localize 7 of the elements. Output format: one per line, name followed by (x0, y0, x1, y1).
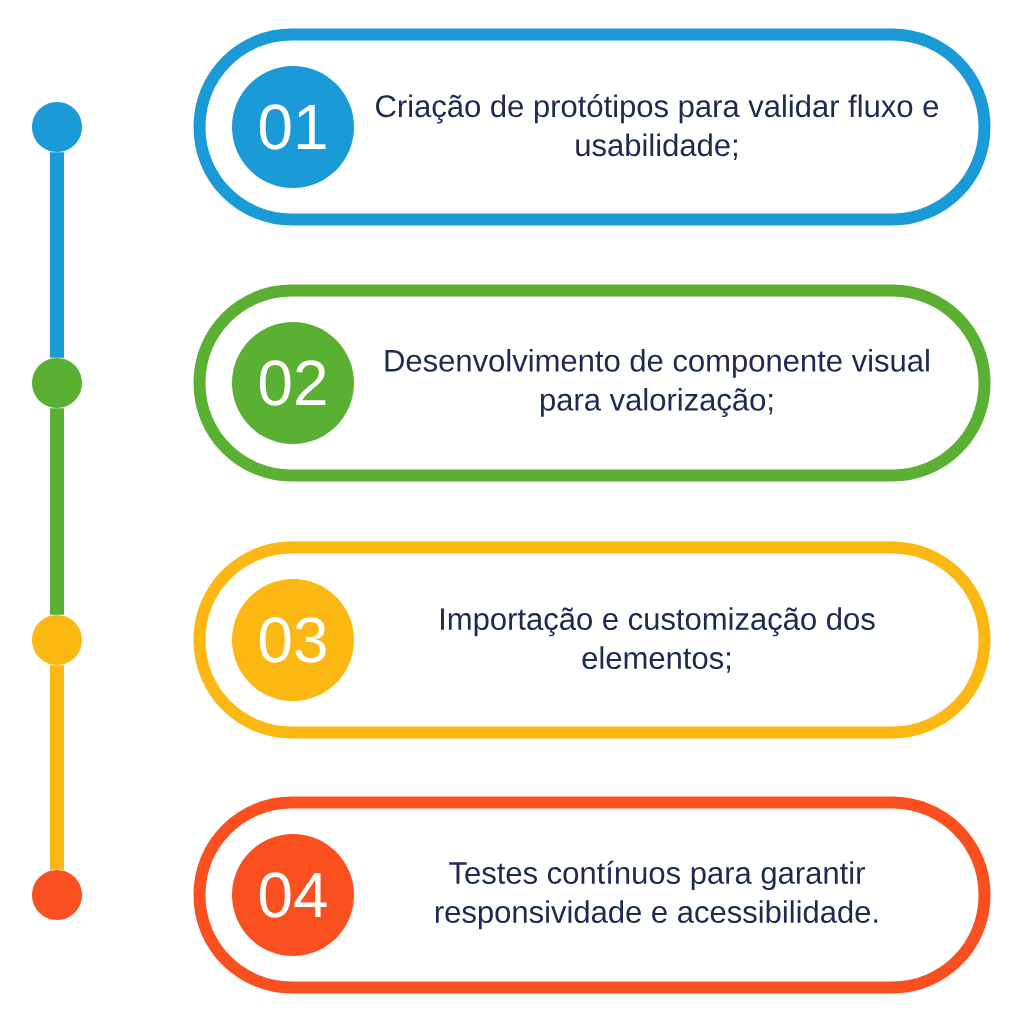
timeline-line (50, 408, 64, 615)
timeline-dot (32, 870, 82, 920)
timeline-line (50, 665, 64, 870)
timeline-dot (32, 358, 82, 408)
timeline-dot (32, 615, 82, 665)
timeline-dot (32, 102, 82, 152)
timeline-line (50, 152, 64, 358)
